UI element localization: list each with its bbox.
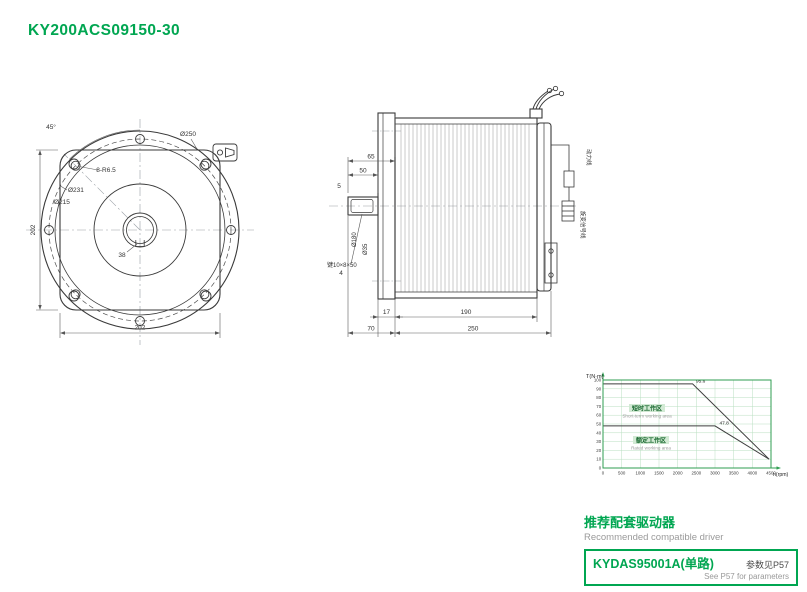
side-dim-17: 17 (383, 309, 391, 316)
front-view-drawing: 202 202 Ø250 8-R6.5 Ø231 Ø215 45° 38 (26, 119, 254, 345)
cable-gland (529, 108, 543, 119)
y-tick-label: 30 (596, 439, 601, 444)
motor-fins (400, 124, 530, 292)
power-wires (532, 85, 565, 110)
x-tick-label: 2000 (673, 471, 683, 476)
x-tick-label: 2500 (691, 471, 701, 476)
y-tick-label: 100 (594, 378, 602, 383)
y-tick-label: 0 (599, 466, 602, 471)
side-dim-4: 4 (339, 270, 343, 277)
driver-section: 推荐配套驱动器 Recommended compatible driver (584, 512, 723, 543)
page-title: KY200ACS09150-30 (28, 22, 181, 39)
driver-heading-cn: 推荐配套驱动器 (584, 515, 676, 530)
y-tick-label: 50 (596, 422, 601, 427)
front-bolt-holes (44, 134, 236, 326)
y-tick-label: 20 (596, 448, 601, 453)
signal-wires-label: 旋变信号线 (579, 211, 587, 239)
shaft-key (350, 199, 374, 213)
side-dim-65: 65 (367, 154, 375, 161)
x-axis-arrow (776, 466, 781, 470)
side-outline (347, 108, 552, 300)
front-dim-arrows (38, 150, 220, 335)
power-wires-label: 动力线 (585, 149, 593, 166)
chart-dynamic: 0 500 1000 1500 2000 2500 3000 3500 4000 4500 0 10 2… (594, 378, 777, 476)
series-line (603, 383, 770, 460)
mounting-bracket (544, 242, 558, 284)
y-axis-arrow (601, 372, 605, 377)
motor-body (394, 117, 538, 299)
x-tick-label: 500 (618, 471, 626, 476)
y-tick-label: 60 (596, 413, 601, 418)
x-tick-label: 3500 (729, 471, 739, 476)
x-tick-label: 3000 (710, 471, 720, 476)
front-bolt-circle (48, 138, 232, 322)
y-axis-title: T(N·m) (586, 374, 604, 380)
region-rated-en: Rated working area (631, 446, 671, 451)
y-tick-label: 70 (596, 404, 601, 409)
front-dim-key: 38 (118, 252, 126, 259)
side-dim-190: 190 (461, 309, 472, 316)
driver-model: KYDAS95001A(单路) (593, 557, 714, 571)
front-dim-outer-diameter: Ø250 (180, 131, 196, 138)
wire-lug (558, 90, 565, 97)
series-line (603, 425, 770, 460)
region-rated-cn: 额定工作区 (636, 436, 666, 444)
wire-lug (552, 85, 559, 92)
y-tick-label: 10 (596, 457, 601, 462)
side-dim-arrows (348, 159, 551, 335)
driver-model-box: KYDAS95001A(单路) 参数见P57 See P57 for param… (584, 549, 798, 586)
side-dim-250: 250 (468, 326, 479, 333)
region-label-bg (629, 404, 665, 412)
front-dim-labels: 202 202 Ø250 8-R6.5 Ø231 Ø215 45° 38 (30, 123, 196, 332)
front-dim-spigot: Ø215 (54, 199, 70, 206)
front-dim-width: 202 (135, 325, 146, 332)
front-dim-height: 202 (30, 224, 37, 235)
side-view-drawing: 65 50 5 Ø180 Ø35 键10×8×50 4 17 190 70 25… (327, 85, 593, 337)
side-dim-shaft-dia: Ø35 (363, 243, 369, 255)
side-dim-50: 50 (359, 168, 367, 175)
x-tick-label: 1500 (654, 471, 664, 476)
x-tick-label: 4500 (766, 471, 776, 476)
side-dim-labels: 65 50 5 Ø180 Ø35 键10×8×50 4 17 190 70 25… (327, 149, 593, 333)
side-dim-70: 70 (367, 326, 375, 333)
side-dim-flange-dia: Ø180 (352, 232, 358, 247)
driver-note-cn: 参数见P57 (745, 560, 789, 570)
side-dim-5: 5 (337, 183, 341, 190)
front-outline (40, 130, 240, 330)
shaft-keyway (135, 240, 145, 247)
torque-speed-chart: 0 500 1000 1500 2000 2500 3000 3500 4000 4500 0 10 2… (586, 372, 789, 478)
driver-heading-en: Recommended compatible driver (584, 532, 724, 543)
projection-symbol-icon (212, 143, 238, 162)
x-tick-label: 1000 (635, 471, 645, 476)
x-axis-title: n(rpm) (773, 472, 789, 478)
flange-hole-centerlines (372, 130, 401, 282)
front-dimension-lines (36, 129, 221, 338)
front-dim-bolt-holes: 8-R6.5 (96, 167, 116, 174)
value-annotation: 47.8 (720, 420, 730, 426)
x-tick-label: 4000 (747, 471, 757, 476)
front-centerlines (26, 119, 254, 345)
front-dim-bolt-circle: Ø231 (68, 187, 84, 194)
y-tick-label: 90 (596, 386, 601, 391)
x-tick-label: 0 (602, 471, 605, 476)
y-tick-label: 40 (596, 430, 601, 435)
side-dimension-lines (347, 116, 552, 337)
region-short-term-cn: 短时工作区 (632, 404, 662, 412)
region-short-term-en: Short-term working area (622, 414, 672, 419)
region-label-bg (633, 436, 669, 444)
front-dim-angle: 45° (46, 123, 56, 131)
driver-note-en: See P57 for parameters (704, 572, 789, 581)
y-tick-label: 80 (596, 395, 601, 400)
signal-connector (544, 144, 575, 284)
chart-plot-border (602, 379, 772, 469)
wire-lug (546, 87, 553, 94)
value-annotation: 95.6 (696, 378, 706, 384)
side-dim-keyspec: 键10×8×50 (327, 261, 357, 269)
